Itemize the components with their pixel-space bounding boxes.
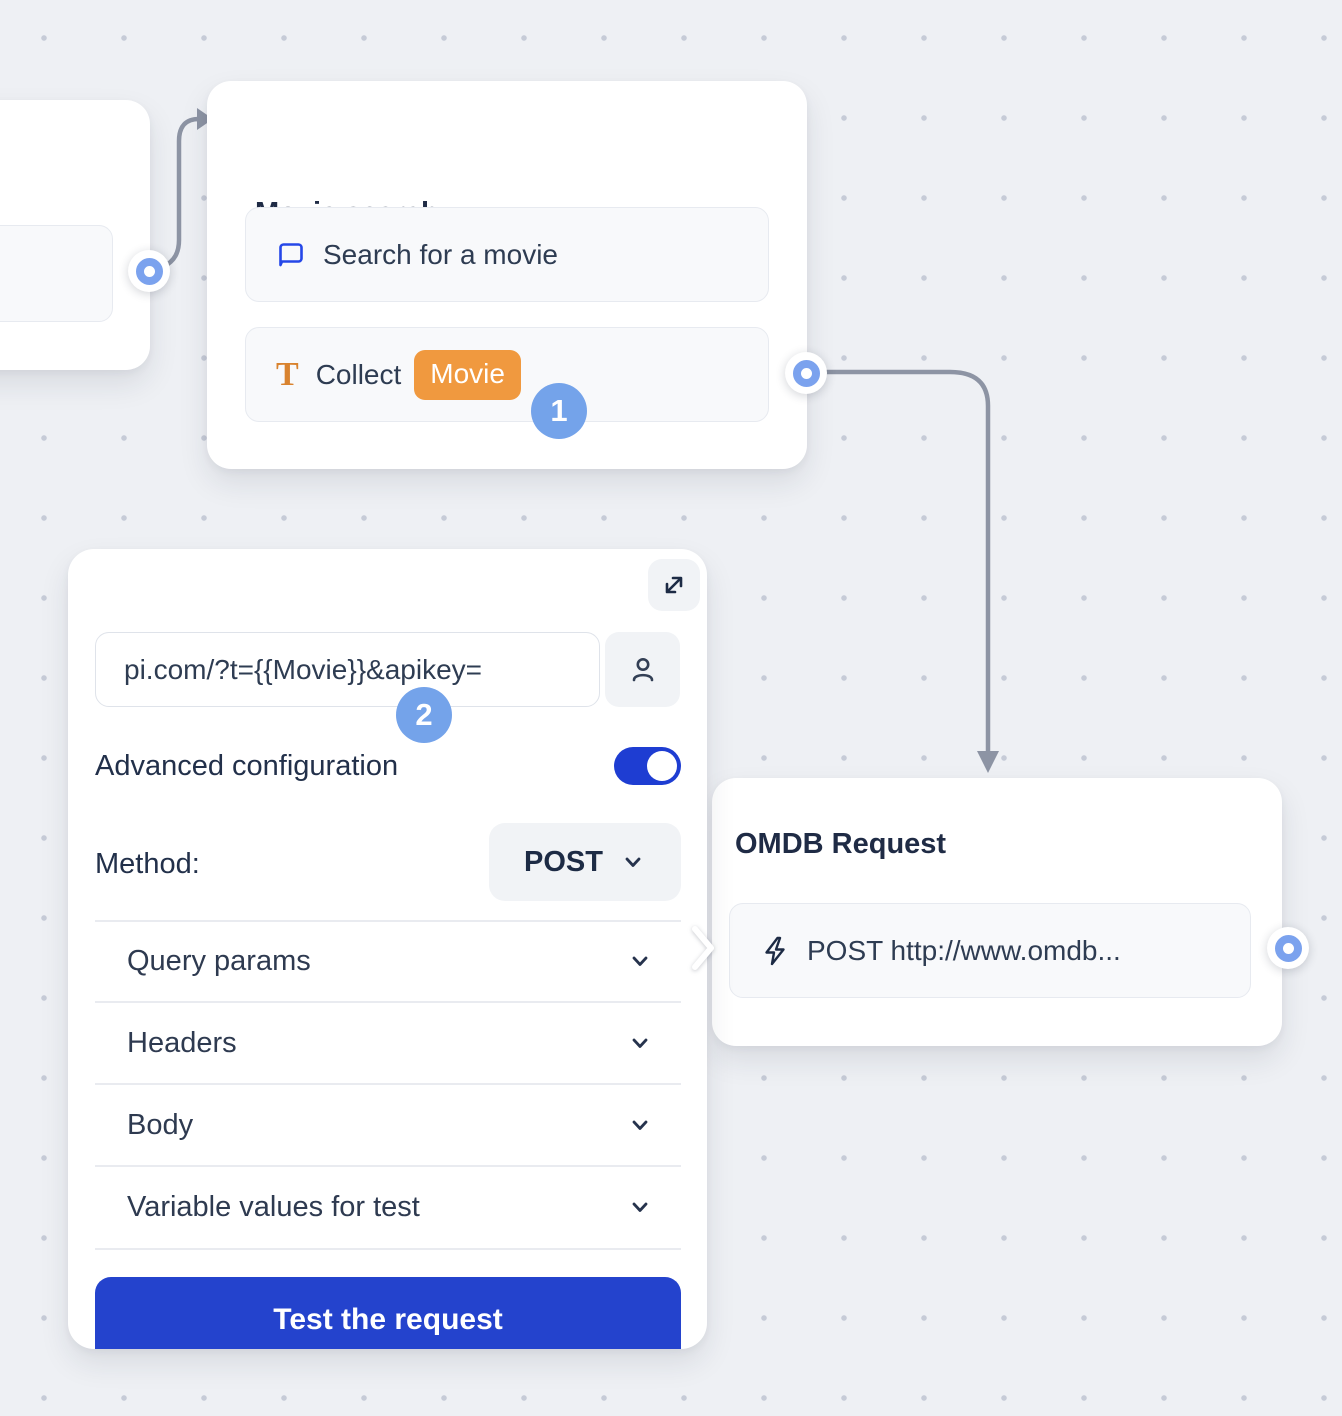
connector-partial-to-movie[interactable] [160,116,202,270]
toggle-knob [647,751,677,781]
accordion-variable-values[interactable]: Variable values for test [95,1167,681,1247]
block-collect-movie[interactable]: T Collect Movie [245,327,769,422]
chevron-down-icon [627,1194,653,1220]
port-ring [135,257,163,285]
divider [95,1001,681,1003]
accordion-query-params[interactable]: Query params [95,921,681,1001]
movie-search-node[interactable]: Movie search Search for a movie T Collec… [207,81,807,469]
method-value: POST [524,845,603,878]
output-port-omdb-request[interactable] [1267,927,1309,969]
advanced-configuration-toggle[interactable] [614,747,681,785]
accordion-label: Headers [127,1026,237,1059]
output-port-movie-search[interactable] [785,352,827,394]
lightning-icon [760,935,790,967]
connector-arrowhead-down [977,751,999,773]
chevron-down-icon [627,948,653,974]
block-search-for-a-movie[interactable]: Search for a movie [245,207,769,302]
divider [95,920,681,922]
output-port-partial-node[interactable] [128,250,170,292]
expand-button[interactable] [648,559,700,611]
block-label: POST http://www.omdb... [807,934,1121,966]
omdb-input-port [692,926,714,970]
connector-arrowhead-right [197,108,213,130]
advanced-configuration-label: Advanced configuration [95,750,399,782]
partial-node-card[interactable] [0,100,150,370]
accordion-body[interactable]: Body [95,1085,681,1165]
connector-movie-to-omdb[interactable] [821,369,991,755]
accordion-label: Body [127,1108,194,1141]
step-annotation-1: 1 [531,383,587,439]
method-label: Method: [95,848,200,880]
chat-bubble-icon [276,240,306,270]
test-request-button[interactable]: Test the request [95,1277,681,1349]
request-url-input[interactable] [95,632,600,707]
chevron-down-icon [627,1030,653,1056]
accordion-headers[interactable]: Headers [95,1003,681,1083]
text-input-icon: T [276,355,299,393]
step-annotation-2: 2 [396,687,452,743]
divider [95,1248,681,1250]
block-label: Collect [315,358,402,390]
variable-picker-button[interactable] [605,632,680,707]
person-icon [632,657,653,681]
request-config-panel[interactable]: Advanced configuration Method: POST Quer… [68,549,707,1349]
port-ring [1274,934,1302,962]
omdb-request-node[interactable]: OMDB Request POST http://www.omdb... [712,778,1282,1046]
divider [95,1165,681,1167]
accordion-label: Variable values for test [127,1190,420,1223]
node-title: OMDB Request [735,828,947,860]
chevron-down-icon [620,849,646,875]
expand-icon [665,576,683,594]
block-label: Search for a movie [323,238,558,270]
variable-badge-movie[interactable]: Movie [414,349,521,400]
method-dropdown[interactable]: POST [489,823,681,901]
block-post-request[interactable]: POST http://www.omdb... [729,903,1251,998]
accordion-label: Query params [127,944,311,977]
port-ring [792,359,820,387]
partial-node-item[interactable] [0,225,113,322]
divider [95,1083,681,1085]
chevron-down-icon [627,1112,653,1138]
